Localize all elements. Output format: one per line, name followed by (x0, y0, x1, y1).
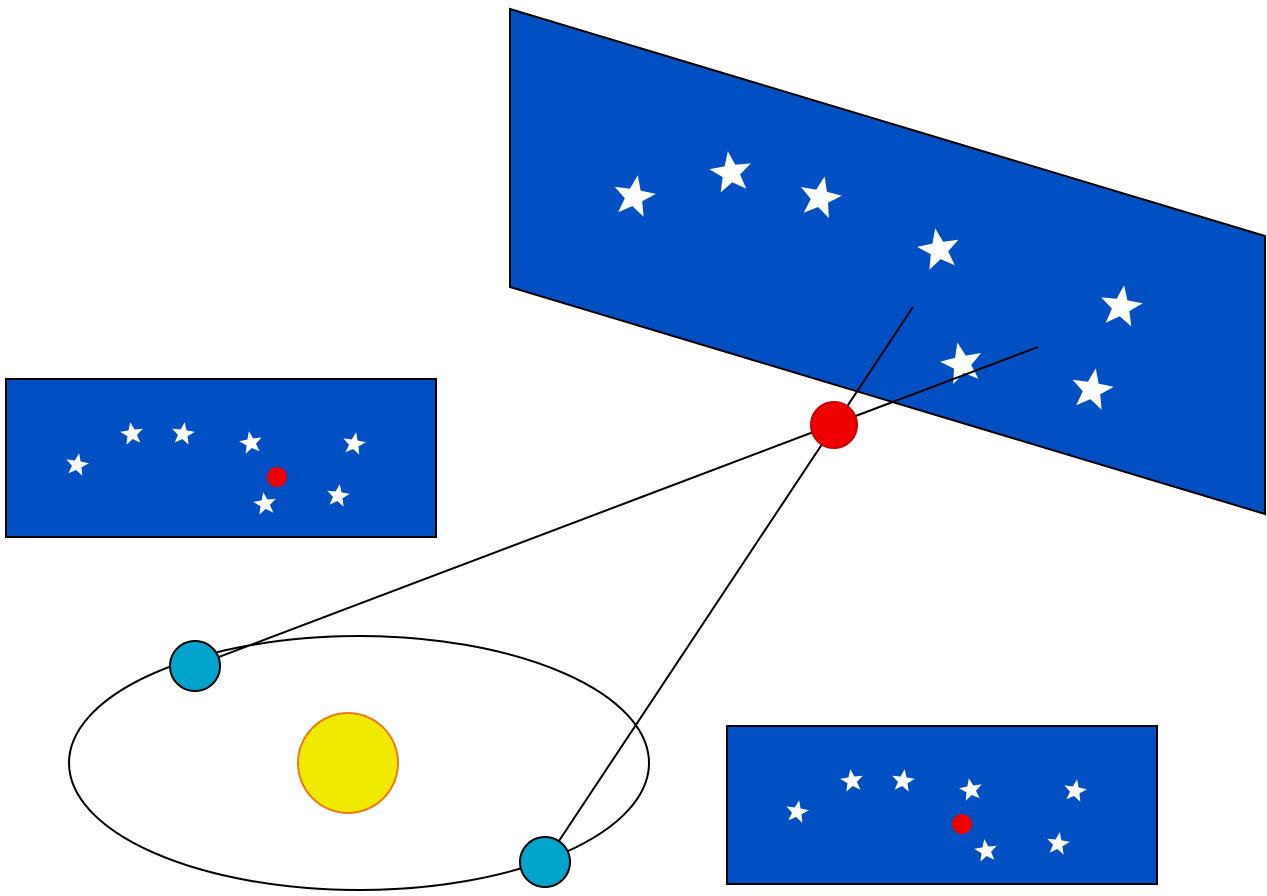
distant-sky-panel (509, 7, 1266, 516)
view-right-stars (786, 769, 1087, 862)
view-right-background (726, 725, 1158, 885)
sight-lines (194, 306, 1039, 863)
view-left-background (5, 378, 437, 538)
view-left-nearby-star (267, 467, 287, 487)
star-icon (1047, 832, 1070, 855)
star-icon (172, 422, 195, 445)
star-icon (66, 453, 89, 476)
view-panel-right (726, 725, 1158, 885)
star-icon (1101, 285, 1143, 327)
star-icon (327, 484, 350, 507)
star-icon (917, 228, 959, 270)
star-icon (974, 839, 997, 862)
star-icon (343, 432, 366, 455)
view-right-nearby-star (952, 814, 972, 834)
sun-icon (297, 712, 399, 814)
star-icon (1064, 779, 1087, 802)
star-icon (800, 176, 842, 219)
star-icon (1072, 368, 1114, 410)
star-icon (120, 422, 143, 445)
star-icon (253, 492, 276, 515)
sight-line-from-earth-right (544, 306, 914, 863)
star-icon (709, 151, 751, 193)
view-panel-left (5, 378, 437, 538)
nearby-star (810, 401, 858, 449)
background-stars (614, 151, 1143, 410)
earth-icon (519, 836, 571, 888)
star-icon (786, 800, 809, 823)
view-left-stars (66, 422, 366, 515)
earth-icon (169, 640, 221, 692)
star-icon (959, 778, 982, 801)
star-icon (239, 431, 262, 454)
star-icon (940, 342, 982, 385)
star-icon (840, 769, 863, 792)
sight-line-from-earth-left (194, 346, 1039, 667)
star-icon (892, 769, 915, 792)
star-icon (614, 175, 656, 217)
sky-background (509, 7, 1266, 516)
earth-orbit (68, 635, 650, 891)
